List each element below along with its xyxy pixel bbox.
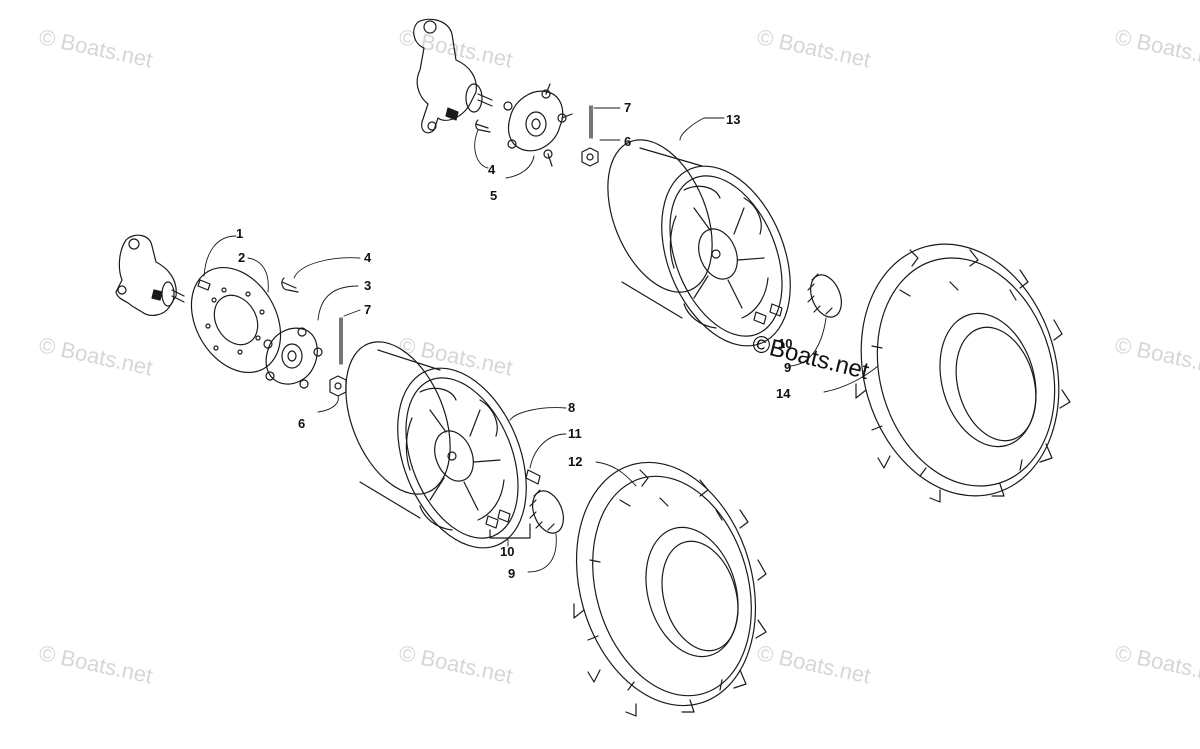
lower-nut	[329, 375, 347, 397]
callout-7: 7	[364, 302, 371, 317]
callout-13: 13	[726, 112, 740, 127]
callout-14: 14	[776, 386, 791, 401]
upper-cotter-pin	[589, 105, 593, 139]
callout-9: 9	[508, 566, 515, 581]
rear-tire	[855, 243, 1071, 503]
lower-hub	[263, 327, 323, 389]
callout-2: 2	[238, 250, 245, 265]
front-wheel-rim	[345, 341, 527, 549]
rear-hub-cap	[807, 273, 842, 318]
callout-6: 6	[298, 416, 305, 431]
callout-5: 5	[490, 188, 497, 203]
front-lug-nuts	[485, 509, 531, 539]
callout-7: 7	[624, 100, 631, 115]
upper-hub	[503, 83, 573, 167]
callout-12: 12	[568, 454, 582, 469]
upper-knuckle	[413, 18, 493, 134]
callout-3: 3	[364, 278, 371, 293]
front-valve-stem	[525, 469, 541, 485]
callout-1: 1	[236, 226, 243, 241]
callout-4: 4	[364, 250, 372, 265]
callout-4: 4	[488, 162, 496, 177]
lower-stud	[281, 277, 299, 293]
callout-10: 10	[500, 544, 514, 559]
rear-lug-nuts	[753, 303, 783, 325]
upper-stud	[475, 119, 491, 133]
brake-bolt	[197, 279, 211, 291]
rear-wheel-rim	[607, 139, 791, 347]
lower-cotter-pin	[339, 317, 343, 365]
front-hub-cap	[529, 489, 564, 534]
callout-9: 9	[784, 360, 791, 375]
upper-nut	[581, 147, 599, 167]
front-tire	[573, 461, 767, 717]
callout-8: 8	[568, 400, 575, 415]
callout-6: 6	[624, 134, 631, 149]
leader-lines	[203, 107, 879, 573]
lower-knuckle	[115, 234, 185, 316]
brake-disc	[190, 266, 282, 374]
callout-11: 11	[568, 426, 582, 441]
callout-10: 10	[778, 336, 792, 351]
